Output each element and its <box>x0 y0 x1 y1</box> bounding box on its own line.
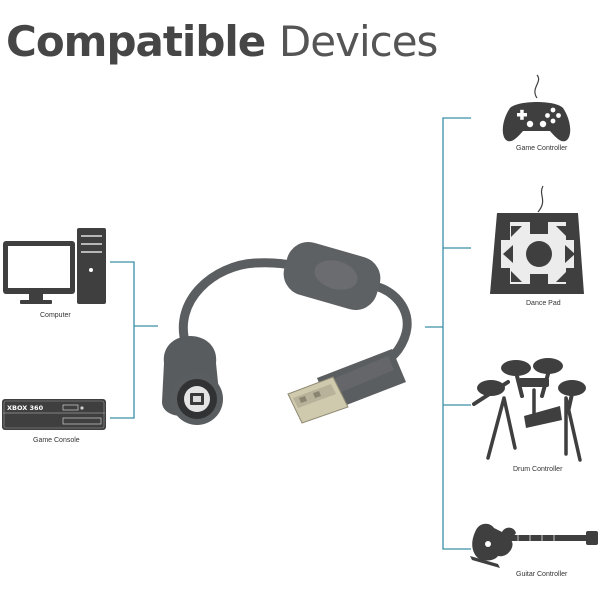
breakaway-cable-image <box>162 242 412 425</box>
drum-controller-icon <box>472 358 586 462</box>
label-game-console: Game Console <box>33 437 80 444</box>
computer-icon <box>3 228 106 304</box>
game-controller-icon <box>502 74 571 142</box>
guitar-controller-icon <box>470 523 598 568</box>
game-console-icon: XBOX 360 <box>2 399 106 430</box>
console-badge-text: XBOX 360 <box>7 404 44 412</box>
title-light-word: Devices <box>278 17 439 66</box>
left-bracket <box>110 261 158 419</box>
usb-male-connector <box>287 349 406 424</box>
connector-lines <box>110 117 471 550</box>
dance-pad-icon <box>490 185 584 294</box>
right-bracket <box>425 117 471 550</box>
title-bold-word: Compatible <box>6 17 266 66</box>
label-drum-controller: Drum Controller <box>513 466 563 473</box>
label-guitar-controller: Guitar Controller <box>516 571 568 578</box>
label-dance-pad: Dance Pad <box>526 300 561 307</box>
label-computer: Computer <box>40 312 71 319</box>
female-connector <box>162 336 223 425</box>
page-title: Compatible Devices <box>6 14 439 70</box>
label-game-controller: Game Controller <box>516 145 568 152</box>
